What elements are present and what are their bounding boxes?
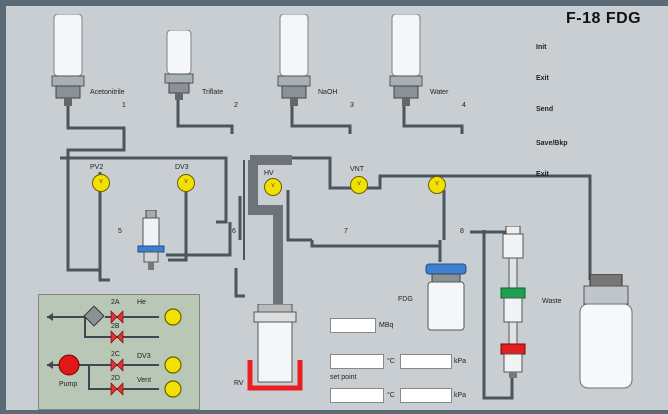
waste-label: Waste: [542, 298, 562, 305]
qma-cartridge: [137, 210, 165, 270]
pressure-readout: [400, 354, 452, 369]
purification-cartridges: [500, 226, 526, 378]
reagent-bottle-4: [389, 14, 423, 106]
temperature-setpoint-unit: °C: [387, 392, 395, 399]
valve-label-dv3: DV3: [175, 164, 189, 171]
reagent-num-3: 3: [350, 102, 354, 109]
page-title: F-18 FDG: [566, 10, 642, 27]
line-number-8: 8: [460, 228, 464, 235]
gas-control-panel: 2A He 2B 2C DV3 2D Vent Pump: [38, 294, 200, 410]
valve-label-hv: HV: [264, 170, 274, 177]
menu-exit[interactable]: Exit: [536, 75, 549, 82]
valve-v2-indicator[interactable]: V: [428, 176, 446, 194]
menu-send[interactable]: Send: [536, 106, 554, 113]
set-point-label: set point: [330, 374, 357, 381]
fdg-product-vial: [425, 263, 467, 331]
pressure-setpoint-input[interactable]: [400, 388, 452, 403]
legend-row-2d-id: 2D: [111, 375, 120, 382]
menu-save-bkp[interactable]: Save/Bkp: [536, 140, 568, 147]
reagent-bottle-3: [277, 14, 311, 106]
reagent-num-4: 4: [462, 102, 466, 109]
menu-exit-2[interactable]: Exit: [536, 171, 549, 178]
menu-init[interactable]: Init: [536, 44, 547, 51]
reactor-label: RV: [234, 380, 244, 387]
valve-label-vnt: VNT: [350, 166, 364, 173]
legend-row-2a-id: 2A: [111, 299, 120, 306]
reagent-label-4: Water: [430, 89, 449, 96]
valve-dv3-indicator[interactable]: V: [177, 174, 195, 192]
activity-unit: MBq: [379, 322, 394, 329]
legend-row-2c-label: DV3: [137, 353, 151, 360]
temperature-readout: [330, 354, 384, 369]
line-number-5: 5: [118, 228, 122, 235]
reagent-bottle-1: [51, 14, 85, 106]
fdg-label: FDG: [398, 296, 413, 303]
legend-row-2a-label: He: [137, 299, 146, 306]
valve-pv2-indicator[interactable]: V: [92, 174, 110, 192]
pump-label: Pump: [59, 381, 78, 388]
line-number-7: 7: [344, 228, 348, 235]
valve-hv-indicator[interactable]: V: [264, 178, 282, 196]
waste-bottle: [579, 274, 633, 389]
pressure-unit: kPa: [454, 358, 467, 365]
temperature-setpoint-input[interactable]: [330, 388, 384, 403]
line-number-6: 6: [232, 228, 236, 235]
legend-row-2b-id: 2B: [111, 323, 120, 330]
reagent-label-3: NaOH: [318, 89, 338, 96]
pressure-setpoint-unit: kPa: [454, 392, 467, 399]
reactor-vessel: [247, 304, 303, 391]
temperature-unit: °C: [387, 358, 395, 365]
legend-row-2c-id: 2C: [111, 351, 120, 358]
activity-readout: [330, 318, 376, 333]
reagent-num-1: 1: [122, 102, 126, 109]
reagent-num-2: 2: [234, 102, 238, 109]
valve-label-pv2: PV2: [90, 164, 104, 171]
reagent-label-1: Acetonitrile: [90, 89, 125, 96]
reagent-label-2: Triflate: [202, 89, 224, 96]
valve-vnt-indicator[interactable]: V: [350, 176, 368, 194]
reagent-bottle-2: [164, 30, 194, 100]
gas-panel-diagram: [47, 305, 182, 398]
legend-row-2d-label: Vent: [137, 377, 152, 384]
